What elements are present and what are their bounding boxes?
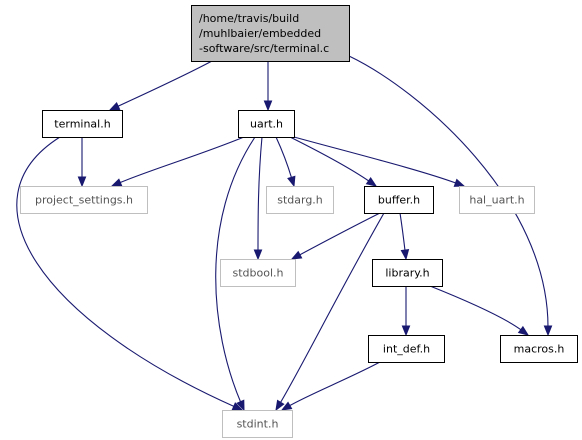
edge-library-h-to-macros-h [429, 285, 530, 336]
edge-uart-h-to-stdint-h [215, 136, 256, 412]
arrowhead [290, 250, 303, 260]
node-label: stdbool.h [233, 267, 284, 280]
node-label: hal_uart.h [469, 194, 524, 207]
edge-uart-h-to-hal-uart-h [293, 136, 466, 187]
node-label: stdarg.h [277, 194, 323, 207]
node-macros-h[interactable]: macros.h [500, 335, 578, 363]
arrowhead [280, 401, 293, 411]
edge-library-h-to-int-def-h [401, 286, 411, 337]
node-box [222, 410, 293, 438]
node-label: int_def.h [383, 343, 430, 356]
node-box [368, 335, 445, 363]
arrowhead [400, 249, 410, 261]
edge-terminal-c-to-uart-h [263, 61, 273, 112]
node-box [20, 186, 148, 214]
edge-terminal-c-to-macros-h [348, 55, 553, 337]
edge-uart-h-to-project-settings-h [110, 136, 245, 187]
node-hal-uart-h: hal_uart.h [459, 186, 535, 214]
node-project-settings-h: project_settings.h [20, 186, 148, 214]
node-stdarg-h: stdarg.h [266, 186, 334, 214]
node-box [191, 5, 350, 62]
arrowhead [77, 176, 87, 188]
arrowhead [401, 325, 411, 337]
node-label: stdint.h [237, 418, 279, 431]
node-terminal-h[interactable]: terminal.h [42, 110, 123, 138]
node-box [500, 335, 578, 363]
edge-int-def-h-to-stdint-h [280, 361, 381, 411]
node-label: terminal.h [54, 118, 110, 131]
nodes-layer: /home/travis/build/muhlbaier/embedded -so… [20, 5, 578, 438]
arrowhead [517, 325, 530, 336]
node-box [459, 186, 535, 214]
arrowhead [253, 249, 263, 261]
edge-buffer-h-to-stdint-h [275, 212, 385, 412]
node-label: macros.h [514, 343, 565, 356]
edge-terminal-h-to-stdint-h [16, 136, 244, 411]
node-label: /home/travis/build [199, 12, 299, 25]
node-stdbool-h: stdbool.h [220, 259, 296, 287]
node-label: /muhlbaier/embedded [199, 27, 321, 40]
edge-uart-h-to-stdarg-h [275, 136, 296, 188]
node-label: buffer.h [378, 194, 420, 207]
node-box [238, 110, 295, 138]
arrowhead [263, 100, 273, 112]
node-buffer-h[interactable]: buffer.h [364, 186, 434, 214]
arrowhead [365, 177, 378, 187]
edges-layer [16, 55, 553, 412]
edge-terminal-h-to-project-settings-h [77, 137, 87, 188]
node-label: uart.h [250, 118, 283, 131]
edge-terminal-c-to-terminal-h [108, 60, 213, 111]
arrowhead [236, 399, 245, 412]
node-box [266, 186, 334, 214]
node-box [42, 110, 123, 138]
arrowhead [231, 402, 244, 411]
edge-uart-h-to-stdbool-h [253, 136, 263, 261]
node-box [220, 259, 296, 287]
edge-buffer-h-to-stdbool-h [290, 212, 381, 260]
arrowhead [287, 175, 296, 188]
node-library-h[interactable]: library.h [372, 259, 443, 287]
node-label: project_settings.h [35, 194, 133, 207]
arrowhead [275, 399, 285, 412]
edge-buffer-h-to-library-h [399, 212, 410, 261]
arrowhead [453, 178, 466, 187]
node-int-def-h[interactable]: int_def.h [368, 335, 445, 363]
node-uart-h[interactable]: uart.h [238, 110, 295, 138]
node-terminal-c[interactable]: /home/travis/build/muhlbaier/embedded -so… [191, 5, 350, 62]
node-box [372, 259, 443, 287]
node-label: library.h [385, 267, 429, 280]
arrowhead [110, 178, 123, 187]
node-label: -software/src/terminal.c [199, 42, 329, 55]
arrowhead [108, 102, 121, 111]
node-stdint-h: stdint.h [222, 410, 293, 438]
edge-uart-h-to-buffer-h [289, 136, 378, 187]
arrowhead [543, 325, 553, 337]
node-box [364, 186, 434, 214]
